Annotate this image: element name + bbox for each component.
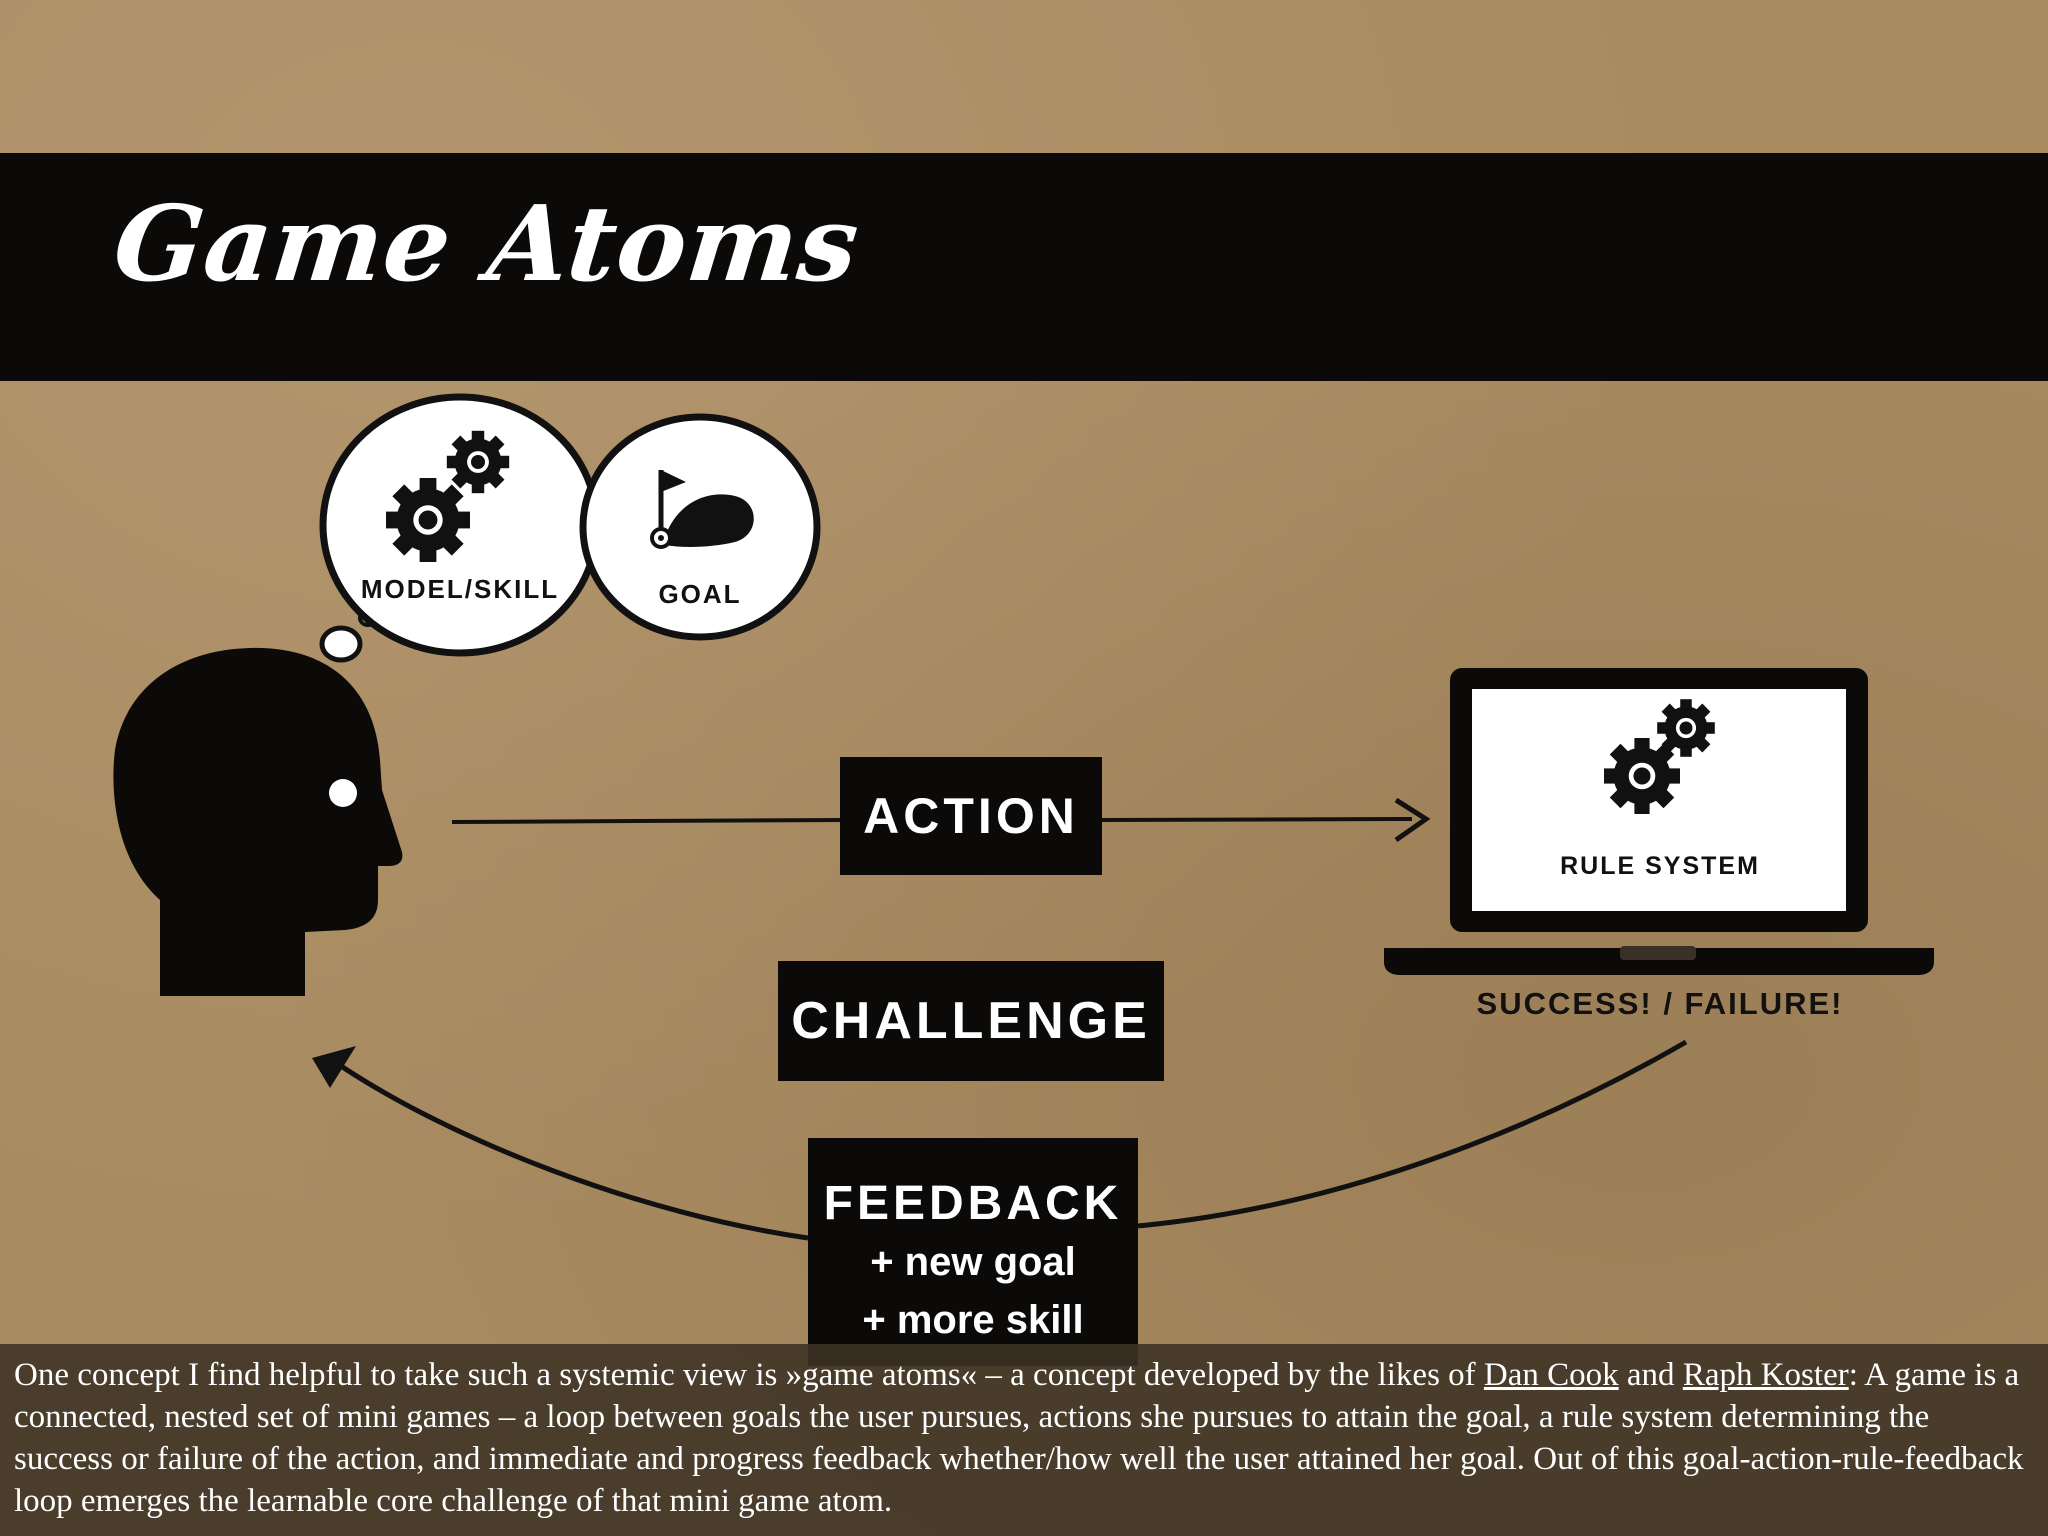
- raph-koster-link[interactable]: Raph Koster: [1682, 1357, 1849, 1393]
- action-label: ACTION: [840, 757, 1102, 875]
- head-silhouette-icon: [113, 647, 403, 996]
- success-failure-label: SUCCESS! / FAILURE!: [1476, 986, 1844, 1021]
- goal-label: GOAL: [658, 579, 742, 609]
- feedback-line-new-goal: + new goal: [870, 1240, 1076, 1284]
- feedback-line-more-skill: + more skill: [862, 1298, 1084, 1342]
- caption-part-2: and: [1618, 1357, 1683, 1393]
- goal-bubble: [579, 413, 821, 641]
- title-band: [0, 153, 2048, 381]
- model-skill-label: MODEL/SKILL: [360, 574, 560, 604]
- challenge-label: CHALLENGE: [778, 961, 1164, 1081]
- rule-system-label: RULE SYSTEM: [1560, 852, 1760, 880]
- feedback-box: FEEDBACK + new goal + more skill: [808, 1138, 1138, 1366]
- caption-text: One concept I find helpful to take such …: [0, 1344, 2048, 1536]
- caption-part-1: One concept I find helpful to take such …: [14, 1357, 1484, 1393]
- caption-part-3: : A game is a connected, nested set of m…: [14, 1357, 2024, 1519]
- dan-cook-link[interactable]: Dan Cook: [1483, 1357, 1619, 1393]
- golf-flag-icon: [650, 470, 754, 549]
- laptop-icon: [1384, 668, 1934, 975]
- feedback-arrow: [312, 1039, 1688, 1241]
- action-arrow: [451, 797, 1431, 843]
- model-skill-bubble: [319, 393, 601, 657]
- feedback-title: FEEDBACK: [823, 1177, 1123, 1230]
